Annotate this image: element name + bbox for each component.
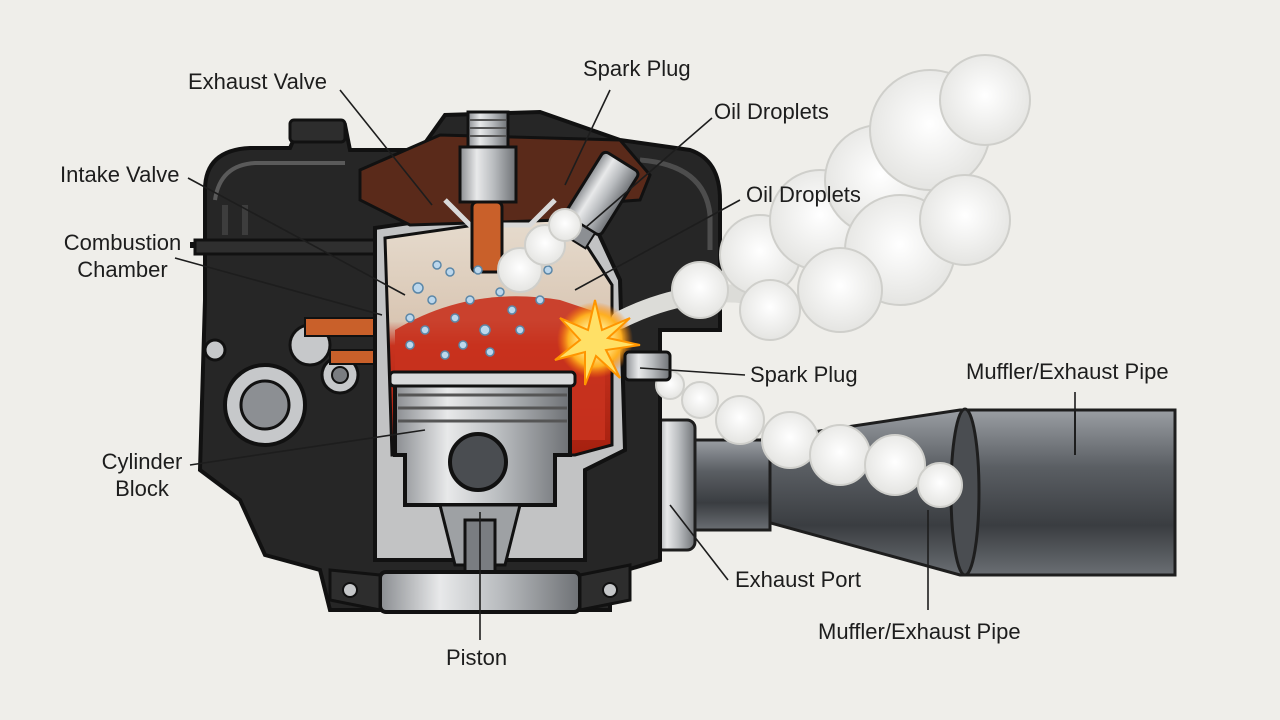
label-intake-valve: Intake Valve [60,162,180,187]
oil-droplets [405,260,553,360]
top-spark-plug [458,110,518,274]
spark-burst [554,299,672,386]
smoke [497,54,1031,508]
label-cylinder-block-line2: Block [115,476,169,501]
label-oil-droplets-1: Oil Droplets [714,99,829,124]
piston [388,370,577,582]
label-muffler-bottom: Muffler/Exhaust Pipe [818,619,1021,644]
label-muffler-top: Muffler/Exhaust Pipe [966,359,1169,384]
leader-lines [174,89,1076,640]
label-combustion-chamber-line1: Combustion [63,230,182,255]
label-cylinder-block-line1: Cylinder [101,449,183,474]
label-spark-plug-side: Spark Plug [750,362,858,387]
label-exhaust-valve: Exhaust Valve [188,69,328,94]
label-piston: Piston [446,645,508,670]
label-exhaust-port: Exhaust Port [735,567,861,592]
label-combustion-chamber: Combustion Chamber [55,229,190,283]
label-spark-plug-top: Spark Plug [583,56,691,81]
exhaust-port [563,418,772,552]
label-combustion-chamber-line2: Chamber [77,257,168,282]
label-oil-droplets-2: Oil Droplets [746,182,861,207]
label-cylinder-block: Cylinder Block [92,448,192,502]
